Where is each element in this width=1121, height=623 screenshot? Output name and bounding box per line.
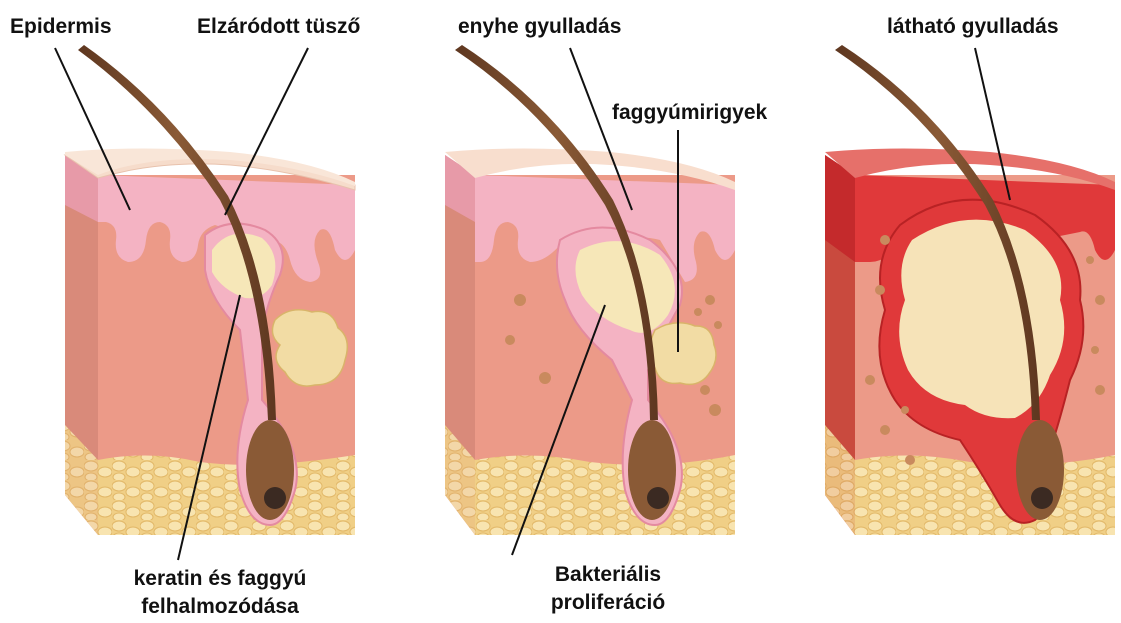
fat-layer: [98, 455, 355, 535]
label-sebaceous-glands: faggyúmirigyek: [612, 100, 767, 126]
label-visible-inflammation: látható gyulladás: [887, 14, 1059, 40]
label-keratin-line2: felhalmozódása: [141, 594, 299, 620]
label-mild-inflammation: enyhe gyulladás: [458, 14, 621, 40]
label-bacterial-line2: proliferáció: [551, 590, 665, 616]
panel-visible-inflammation: [825, 45, 1115, 535]
label-keratin-line1: keratin és faggyú: [134, 566, 307, 592]
label-epidermis: Epidermis: [10, 14, 112, 40]
label-closed-follicle: Elzáródott tüsző: [197, 14, 360, 40]
label-bacterial-line1: Bakteriális: [555, 562, 661, 588]
panel-closed-follicle: [65, 45, 355, 535]
